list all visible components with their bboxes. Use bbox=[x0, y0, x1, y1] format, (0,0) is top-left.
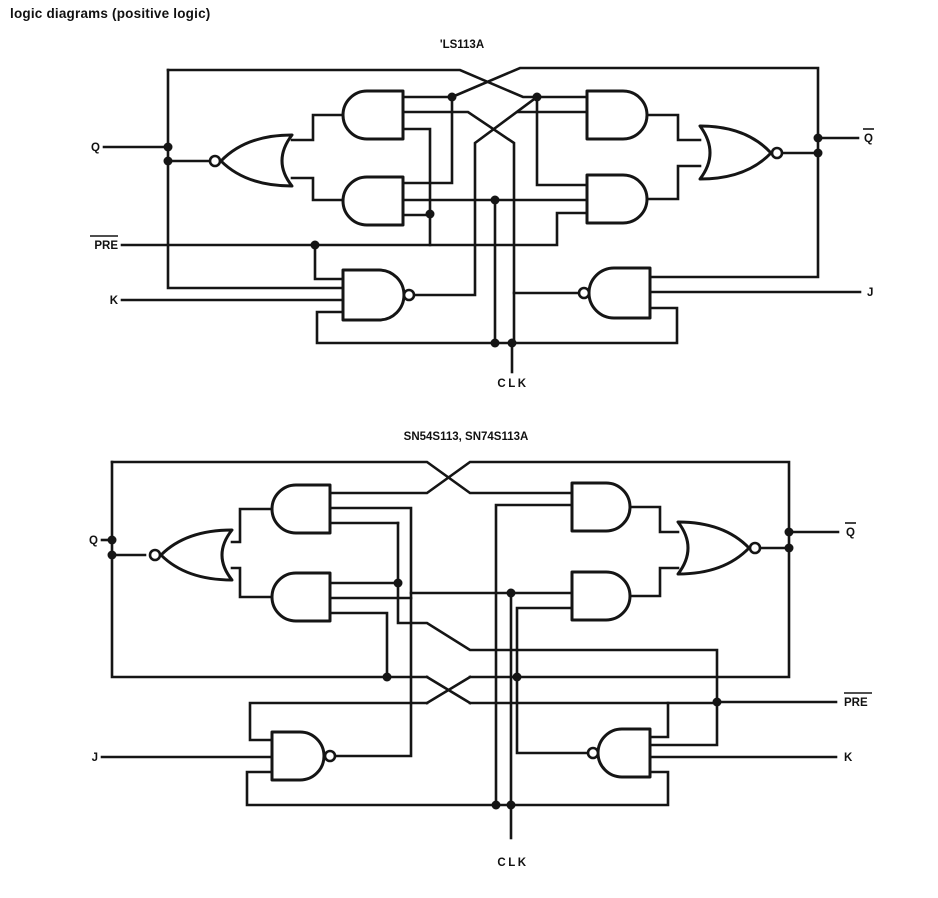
k-input-label: K bbox=[844, 752, 853, 764]
and-gate bbox=[270, 571, 332, 623]
wires bbox=[100, 460, 840, 840]
inverter-bubble bbox=[323, 749, 337, 763]
and-gate bbox=[570, 481, 632, 533]
diagram-title: SN54S113, SN74S113A bbox=[404, 431, 529, 443]
nand-gate bbox=[587, 266, 652, 320]
inverter-bubble bbox=[402, 288, 416, 302]
q-bar-output-label: Q bbox=[864, 133, 873, 145]
q-output-label: Q bbox=[89, 535, 98, 547]
nor-gate-left bbox=[159, 528, 234, 582]
junction-dots bbox=[107, 527, 794, 810]
inverter-bubble bbox=[577, 286, 591, 300]
gates bbox=[208, 89, 784, 322]
clk-input-label: CLK bbox=[497, 378, 528, 390]
nand-gate bbox=[270, 730, 326, 782]
diagram-labels: SN54S113, SN74S113A Q Q PRE K J CLK bbox=[89, 431, 872, 869]
junction-dots bbox=[163, 92, 823, 348]
inverter-bubble bbox=[148, 548, 162, 562]
pre-input-label: PRE bbox=[94, 240, 118, 252]
diagram-title: 'LS113A bbox=[440, 39, 484, 51]
nand-gate bbox=[341, 268, 406, 322]
q-output-label: Q bbox=[91, 142, 100, 154]
gates bbox=[148, 481, 762, 782]
and-gate bbox=[570, 570, 632, 622]
diagram-ls113a: 'LS113A Q Q PRE K J CLK bbox=[90, 39, 874, 390]
diagram-sn54s113: SN54S113, SN74S113A Q Q PRE K J CLK bbox=[89, 431, 872, 869]
pre-input-label: PRE bbox=[844, 697, 868, 709]
page-title: logic diagrams (positive logic) bbox=[10, 6, 211, 21]
and-gate bbox=[585, 173, 649, 225]
inverter-bubble bbox=[208, 154, 222, 168]
and-gate bbox=[585, 89, 649, 141]
j-input-label: J bbox=[867, 287, 873, 299]
nand-gate bbox=[596, 727, 652, 779]
wires bbox=[102, 66, 862, 374]
nor-gate-left bbox=[219, 133, 294, 188]
nor-gate-right bbox=[676, 520, 751, 576]
and-gate bbox=[270, 483, 332, 535]
and-gate bbox=[341, 175, 405, 227]
clk-input-label: CLK bbox=[497, 857, 528, 869]
j-input-label: J bbox=[92, 752, 98, 764]
inverter-bubble bbox=[748, 541, 762, 555]
diagram-labels: 'LS113A Q Q PRE K J CLK bbox=[90, 39, 874, 390]
inverter-bubble bbox=[586, 746, 600, 760]
and-gate bbox=[341, 89, 405, 141]
inverter-bubble bbox=[770, 146, 784, 160]
k-input-label: K bbox=[110, 295, 119, 307]
nor-gate-right bbox=[698, 124, 773, 181]
q-bar-output-label: Q bbox=[846, 527, 855, 539]
